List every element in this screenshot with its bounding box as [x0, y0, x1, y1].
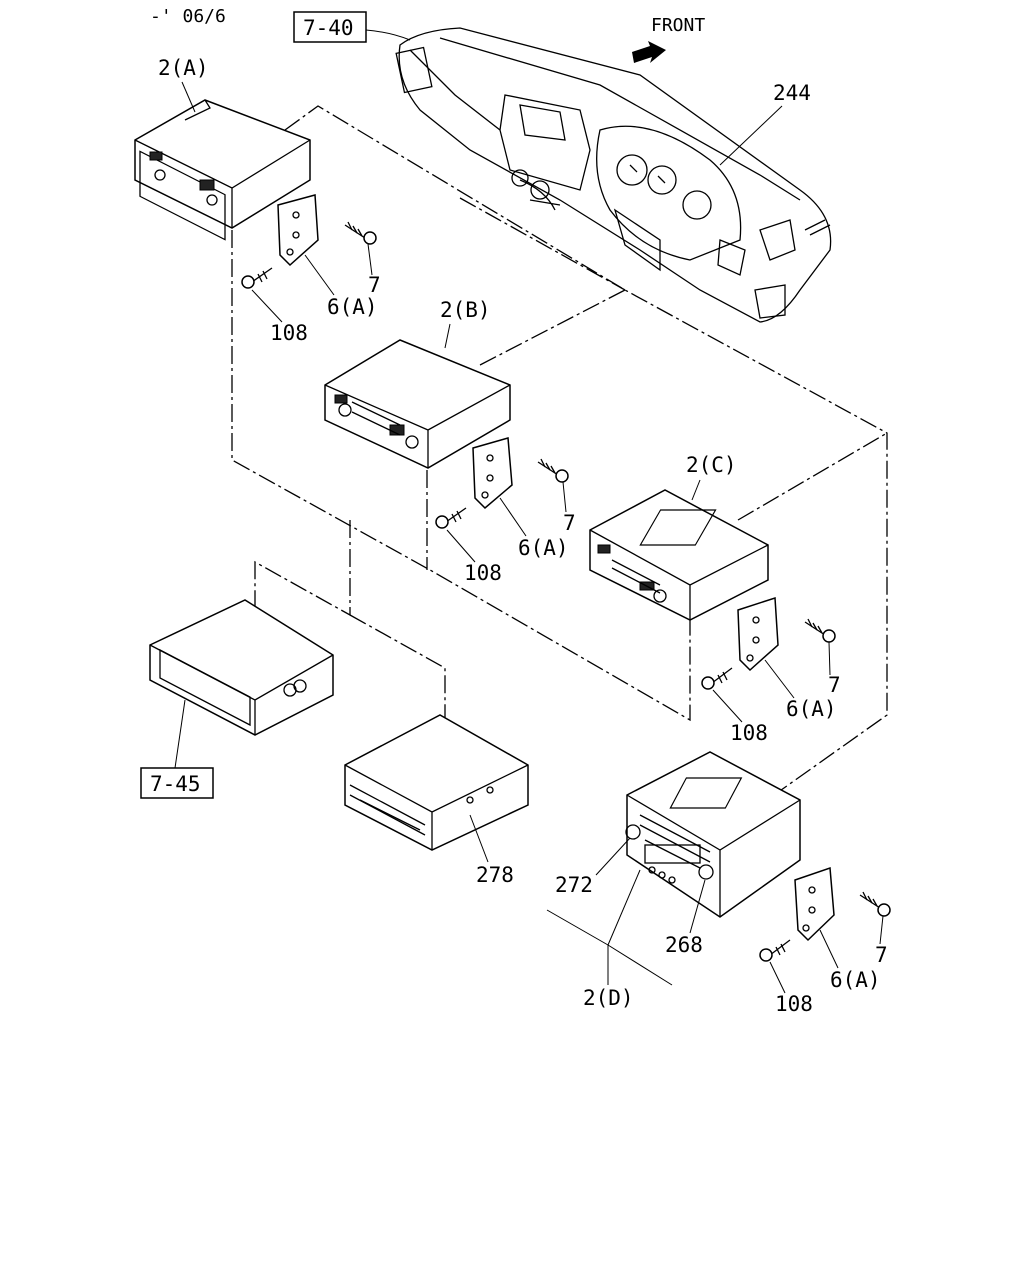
leader-7-d: [879, 915, 884, 945]
screw-108-c-icon[interactable]: [701, 667, 733, 690]
callout-7-b[interactable]: 7: [563, 511, 576, 535]
screw-7-a-icon[interactable]: [344, 221, 377, 245]
leader-108-c: [712, 689, 743, 723]
radio-unit-2c[interactable]: [589, 489, 769, 621]
callout-6a-d[interactable]: 6(A): [830, 968, 881, 992]
callout-272[interactable]: 272: [555, 873, 593, 897]
front-arrow-icon: [632, 41, 666, 63]
screw-7-d-icon[interactable]: [859, 891, 891, 917]
leader-108-b: [446, 529, 476, 563]
callout-7-a[interactable]: 7: [368, 273, 381, 297]
callout-2d[interactable]: 2(D): [583, 986, 634, 1010]
leader-272: [595, 837, 631, 876]
leader-6a-d: [819, 929, 839, 969]
callout-7-d[interactable]: 7: [875, 943, 888, 967]
callout-2b[interactable]: 2(B): [440, 298, 491, 322]
callout-108-a[interactable]: 108: [270, 321, 308, 345]
screw-108-b-icon[interactable]: [435, 507, 467, 529]
callout-108-c[interactable]: 108: [730, 721, 768, 745]
leader-2d-bracket: [546, 909, 673, 986]
ref-box-7-45[interactable]: 7-45: [140, 767, 214, 799]
callout-244[interactable]: 244: [773, 81, 811, 105]
bracket-6a-b[interactable]: [472, 437, 513, 510]
callout-2a[interactable]: 2(A): [158, 56, 209, 80]
leader-7-b: [562, 481, 567, 513]
ref-box-7-40[interactable]: 7-40: [293, 11, 367, 43]
audio-unit-278[interactable]: [344, 714, 529, 851]
bracket-6a-d[interactable]: [794, 866, 835, 942]
callout-278[interactable]: 278: [476, 863, 514, 887]
connector-lines: [231, 105, 888, 806]
callout-2c[interactable]: 2(C): [686, 453, 737, 477]
leader-6a-c: [764, 659, 795, 699]
radio-unit-2b[interactable]: [324, 339, 511, 469]
leader-244: [719, 105, 783, 166]
callout-108-b[interactable]: 108: [464, 561, 502, 585]
leader-6a-a: [304, 254, 335, 296]
callout-268[interactable]: 268: [665, 933, 703, 957]
callout-6a-b[interactable]: 6(A): [518, 536, 569, 560]
screw-7-c-icon[interactable]: [804, 618, 836, 643]
revision-note: -' 06/6: [150, 6, 226, 27]
front-label: FRONT: [651, 15, 705, 36]
screw-108-a-icon[interactable]: [241, 267, 273, 289]
storage-pocket[interactable]: [149, 599, 334, 736]
callout-6a-c[interactable]: 6(A): [786, 697, 837, 721]
leader-7-a: [367, 243, 373, 276]
leader-7-45: [174, 699, 186, 769]
leader-278: [469, 814, 489, 863]
bracket-6a-a[interactable]: [277, 194, 319, 267]
leader-6a-b: [499, 497, 527, 537]
radio-unit-2a[interactable]: [134, 99, 311, 241]
screw-7-b-icon[interactable]: [537, 458, 569, 483]
ref-7-40-label: 7-40: [303, 16, 354, 40]
leader-2c: [691, 479, 701, 501]
leader-2d-unit: [607, 869, 641, 946]
leader-268: [689, 879, 706, 934]
instrument-panel-illustration: [395, 27, 832, 323]
callout-6a-a[interactable]: 6(A): [327, 295, 378, 319]
radio-unit-2d[interactable]: [625, 751, 801, 918]
ref-7-45-label: 7-45: [150, 772, 201, 796]
bracket-6a-c[interactable]: [737, 596, 779, 672]
leader-2b: [444, 323, 451, 349]
callout-7-c[interactable]: 7: [828, 673, 841, 697]
leader-108-a: [251, 289, 283, 323]
leader-2a: [181, 81, 196, 113]
leader-7-c: [828, 641, 831, 676]
leader-7-40: [365, 29, 411, 41]
screw-108-d-icon[interactable]: [759, 939, 791, 962]
callout-108-d[interactable]: 108: [775, 992, 813, 1016]
leader-108-d: [769, 961, 786, 994]
